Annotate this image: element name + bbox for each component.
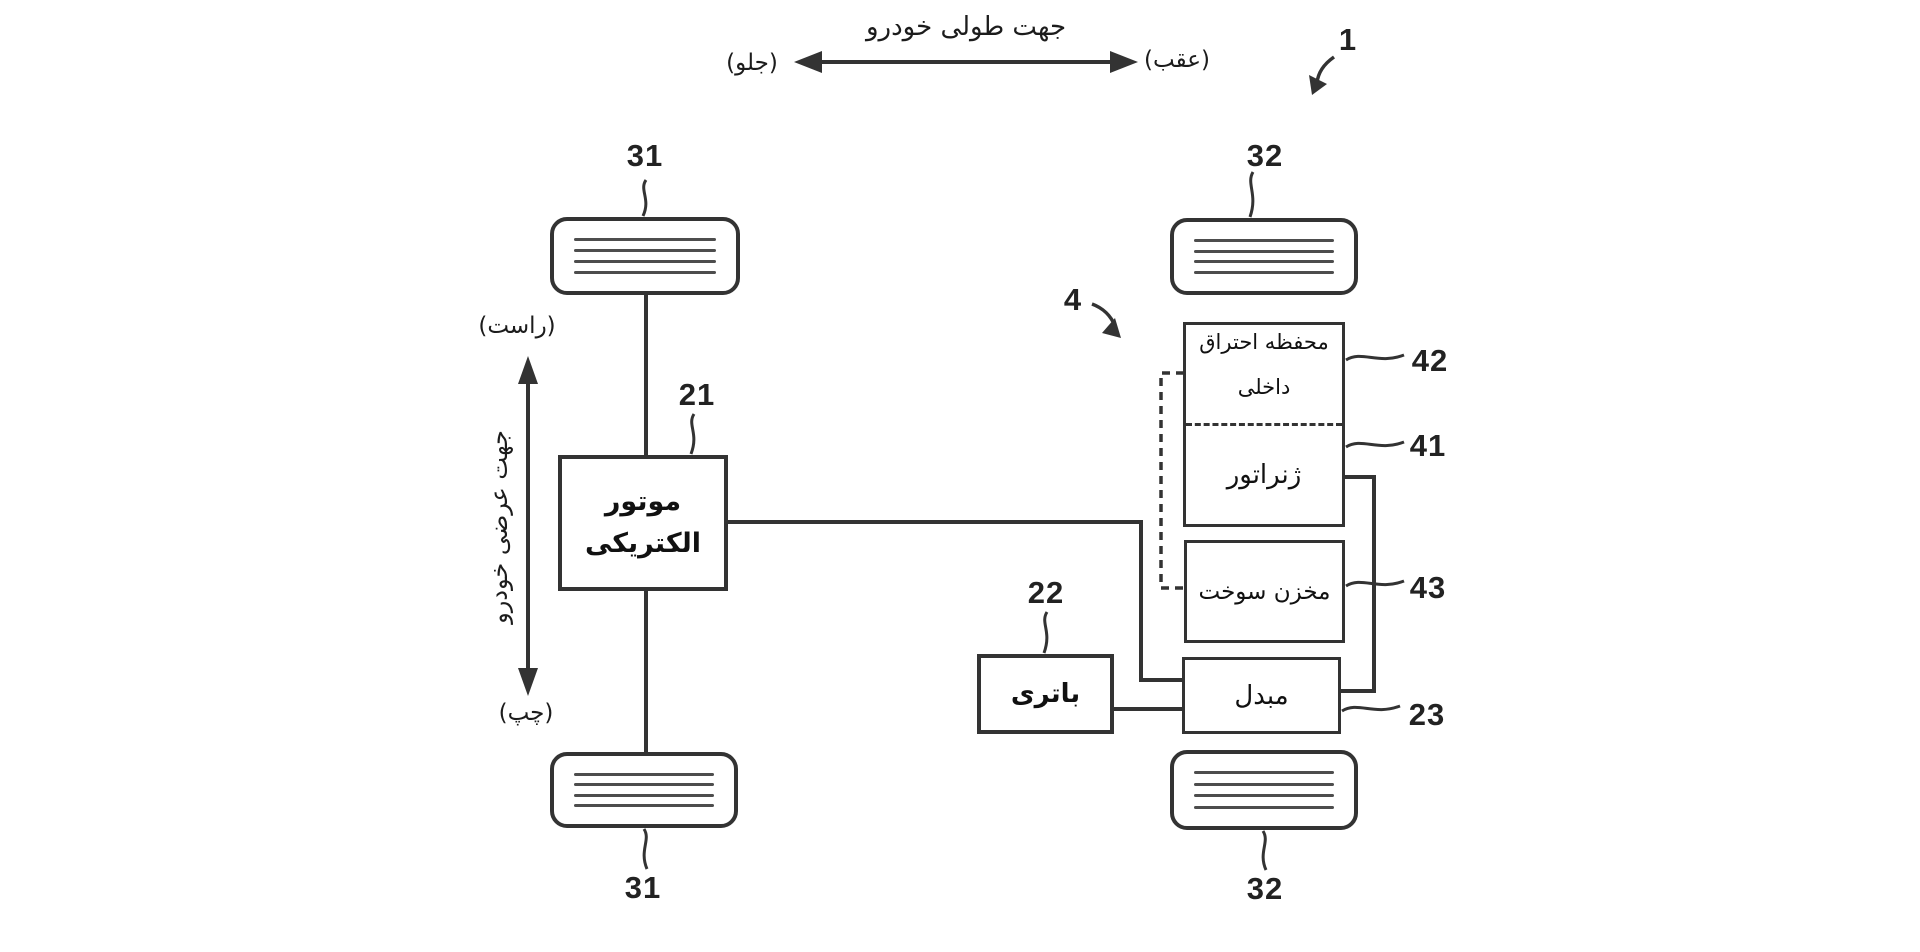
leader-42 — [1345, 353, 1405, 362]
ref-4-arrowhead — [1102, 318, 1121, 338]
tire-tread-line — [1194, 805, 1334, 809]
ref-42-label: 42 — [1411, 343, 1449, 379]
battery-label: باتری — [1010, 679, 1081, 709]
leader-22 — [1042, 611, 1049, 654]
ref-1-arrowhead — [1309, 75, 1327, 95]
generator-section: ژنراتور — [1186, 426, 1342, 524]
tire-tread-line — [574, 783, 714, 787]
ref-41-label: 41 — [1409, 428, 1447, 464]
tire-tread-line — [574, 804, 714, 808]
leader-43 — [1345, 579, 1405, 588]
combustion-chamber-label-line1: محفظه احتراق — [1199, 330, 1329, 354]
tire-tread-line — [574, 271, 716, 274]
electric-motor-box: موتور الکتریکی — [558, 455, 728, 591]
tire-tread-line — [1194, 238, 1334, 242]
engine-generator-unit-box: محفظه احتراق داخلی ژنراتور — [1183, 322, 1345, 527]
electric-motor-label-line1: موتور — [604, 486, 682, 517]
tire-tread-line — [574, 238, 716, 241]
ref-23-label: 23 — [1408, 697, 1446, 733]
longitudinal-axis-title: جهت طولی خودرو — [865, 12, 1067, 43]
ref-43-label: 43 — [1409, 570, 1447, 606]
right-direction-label: (راست) — [478, 312, 556, 339]
ref-4-label: 4 — [1063, 282, 1083, 318]
longitudinal-arrowhead-front — [794, 51, 822, 73]
ref-21-label: 21 — [678, 377, 716, 413]
tire-tread-line — [574, 249, 716, 252]
leader-32-bottom — [1261, 830, 1268, 871]
left-direction-label: (چپ) — [498, 699, 554, 726]
tire-tread-line — [574, 772, 714, 776]
tire-tread-line — [1194, 249, 1334, 253]
tire-tread-line — [1194, 782, 1334, 786]
ref-31-bottom-label: 31 — [624, 870, 662, 906]
lateral-arrowhead-left — [518, 668, 538, 696]
leader-32-top — [1248, 171, 1255, 218]
wheel-rear-left — [1170, 750, 1358, 830]
leader-31-bottom — [642, 828, 649, 870]
leader-41 — [1345, 440, 1405, 449]
converter-label: مبدل — [1234, 680, 1289, 711]
ref-31-top-label: 31 — [626, 138, 664, 174]
tire-tread-line — [574, 260, 716, 263]
lateral-arrowhead-right — [518, 356, 538, 384]
ref-32-top-label: 32 — [1246, 138, 1284, 174]
electric-motor-label-line2: الکتریکی — [584, 528, 702, 559]
ref-22-label: 22 — [1027, 575, 1065, 611]
ref-1-label: 1 — [1338, 22, 1358, 58]
combustion-chamber-section: محفظه احتراق داخلی — [1186, 325, 1342, 426]
converter-box: مبدل — [1182, 657, 1341, 734]
tire-tread-line — [574, 793, 714, 797]
wheel-front-left — [550, 752, 738, 828]
fuel-tank-box: مخزن سوخت — [1184, 540, 1345, 643]
longitudinal-axis-arrow — [794, 51, 1138, 73]
tire-tread-line — [1194, 794, 1334, 798]
combustion-chamber-label-line2: داخلی — [1237, 375, 1291, 399]
lateral-axis-title: جهت عرضی خودرو — [485, 430, 514, 624]
tire-tread-line — [1194, 771, 1334, 775]
battery-box: باتری — [977, 654, 1114, 734]
fuel-supply-dashed-line — [1159, 371, 1185, 590]
lateral-axis-arrow — [518, 356, 538, 696]
wheel-rear-right — [1170, 218, 1358, 295]
motor-converter-line — [727, 520, 1182, 682]
leader-21 — [689, 413, 696, 455]
front-direction-label: (جلو) — [726, 49, 778, 76]
ref-1-pointer-arrow — [1315, 55, 1336, 84]
tire-tread-line — [1194, 271, 1334, 275]
longitudinal-arrowhead-rear — [1110, 51, 1138, 73]
generator-label: ژنراتور — [1226, 460, 1302, 490]
fuel-tank-label: مخزن سوخت — [1198, 578, 1331, 605]
wheel-front-right — [550, 217, 740, 295]
ref-32-bottom-label: 32 — [1246, 871, 1284, 907]
rear-direction-label: (عقب) — [1144, 46, 1210, 73]
leader-31-top — [641, 179, 648, 217]
leader-23 — [1341, 704, 1401, 713]
tire-tread-line — [1194, 260, 1334, 264]
